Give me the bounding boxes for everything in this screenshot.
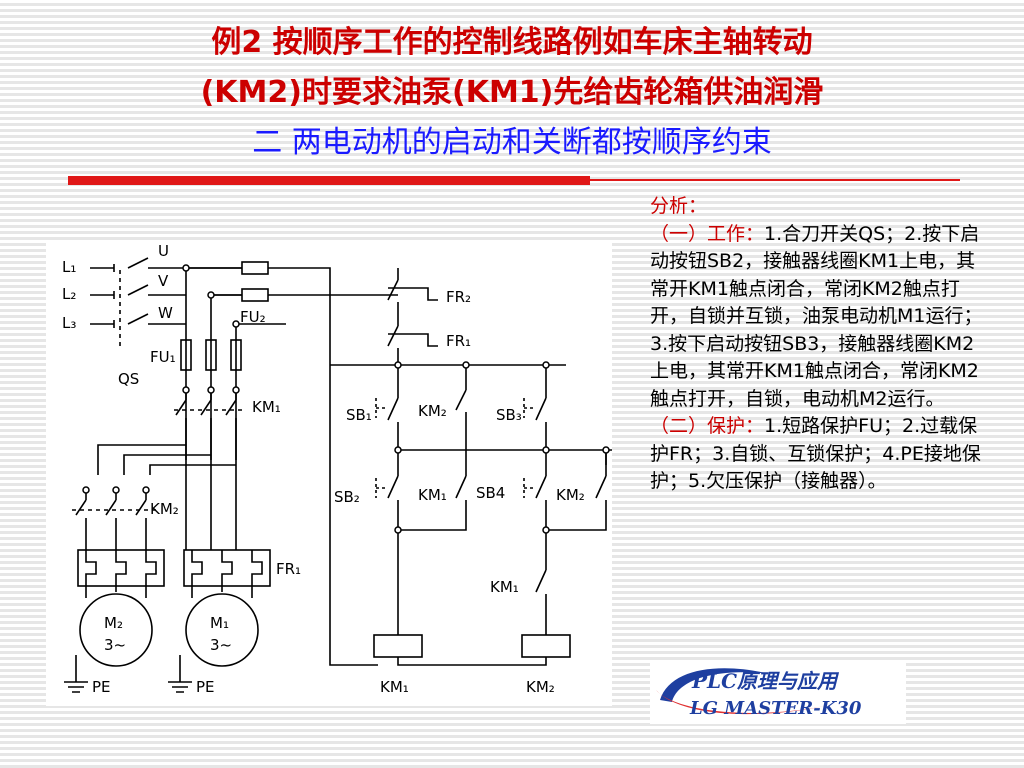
label-KM2-coil: KM₂	[526, 678, 555, 696]
label-KM1-coil: KM₁	[380, 678, 409, 696]
work-text: 1.合刀开关QS；2.按下启动按钮SB2，接触器线圈KM1上电，其常开KM1触点…	[650, 222, 983, 410]
title-line-1: 例2 按顺序工作的控制线路例如车床主轴转动	[211, 25, 813, 60]
protect-label: （二）保护：	[650, 415, 765, 437]
label-SB3: SB₃	[496, 406, 522, 424]
label-L3: L₃	[62, 314, 76, 332]
label-SB1: SB₁	[346, 406, 372, 424]
title-underline-thin	[590, 179, 960, 181]
label-FR1-contact: FR₁	[446, 332, 471, 350]
logo-line-1: PLC原理与应用	[691, 669, 840, 693]
label-PE-m1: PE	[196, 678, 215, 696]
label-KM2-main: KM₂	[150, 500, 179, 518]
label-KM1-hold: KM₁	[418, 486, 447, 504]
label-KM1-interlock: KM₁	[490, 578, 519, 596]
title-line-3: 二 两电动机的启动和关断都按顺序约束	[252, 125, 772, 160]
label-SB2: SB₂	[334, 488, 360, 506]
label-V: V	[158, 272, 169, 290]
title-line-2: (KM2)时要求油泵(KM1)先给齿轮箱供油润滑	[200, 75, 824, 110]
label-FR1: FR₁	[276, 560, 301, 578]
label-FU1: FU₁	[150, 348, 176, 366]
label-M2-phase: 3~	[104, 636, 126, 654]
work-label: （一）工作：	[650, 222, 765, 245]
label-L2: L₂	[62, 285, 76, 303]
label-M1-phase: 3~	[210, 636, 232, 654]
plc-logo: PLC原理与应用 LG MASTER-K30	[650, 660, 906, 724]
label-KM2-nc: KM₂	[418, 402, 447, 420]
label-SB4: SB4	[476, 484, 505, 502]
logo-line-2: LG MASTER-K30	[689, 698, 862, 719]
label-FU2: FU₂	[240, 308, 266, 326]
analysis-text: 分析： （一）工作：1.合刀开关QS；2.按下启动按钮SB2，接触器线圈KM1上…	[650, 193, 990, 496]
title-underline	[68, 176, 590, 185]
label-KM2-hold: KM₂	[556, 486, 585, 504]
protect-text: 1.短路保护FU；2.过载保护FR；3.自锁、互锁保护；4.PE接地保护；5.欠…	[650, 415, 981, 492]
label-M1: M₁	[210, 614, 229, 632]
label-M2: M₂	[104, 614, 123, 632]
label-U: U	[158, 242, 169, 260]
analysis-heading: 分析：	[650, 195, 708, 217]
label-L1: L₁	[62, 258, 76, 276]
label-W: W	[158, 304, 173, 322]
label-KM1-main: KM₁	[252, 398, 281, 416]
circuit-diagram: L₁ L₂ L₃ U V W QS FU₁ FU₂ KM₁ KM₂ FR₁ FR…	[46, 240, 612, 706]
label-PE-m2: PE	[92, 678, 111, 696]
label-QS: QS	[118, 370, 139, 388]
label-FR2: FR₂	[446, 288, 471, 306]
